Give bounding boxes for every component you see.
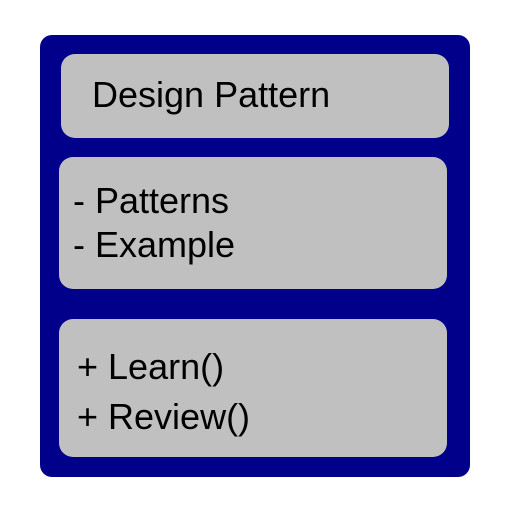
operation-item: + Review()	[77, 396, 251, 437]
uml-class-box: Design Pattern - Patterns - Example + Le…	[40, 35, 470, 477]
attribute-item: - Example	[73, 224, 236, 265]
operation-list: + Learn() + Review()	[77, 346, 250, 446]
operations-compartment: + Learn() + Review()	[59, 319, 447, 457]
class-name-compartment: Design Pattern	[61, 54, 449, 138]
class-name: Design Pattern	[92, 74, 331, 115]
attribute-item: - Patterns	[73, 180, 230, 221]
attribute-list: - Patterns - Example	[73, 180, 235, 268]
operation-item: + Learn()	[77, 346, 225, 387]
attributes-compartment: - Patterns - Example	[59, 157, 447, 289]
